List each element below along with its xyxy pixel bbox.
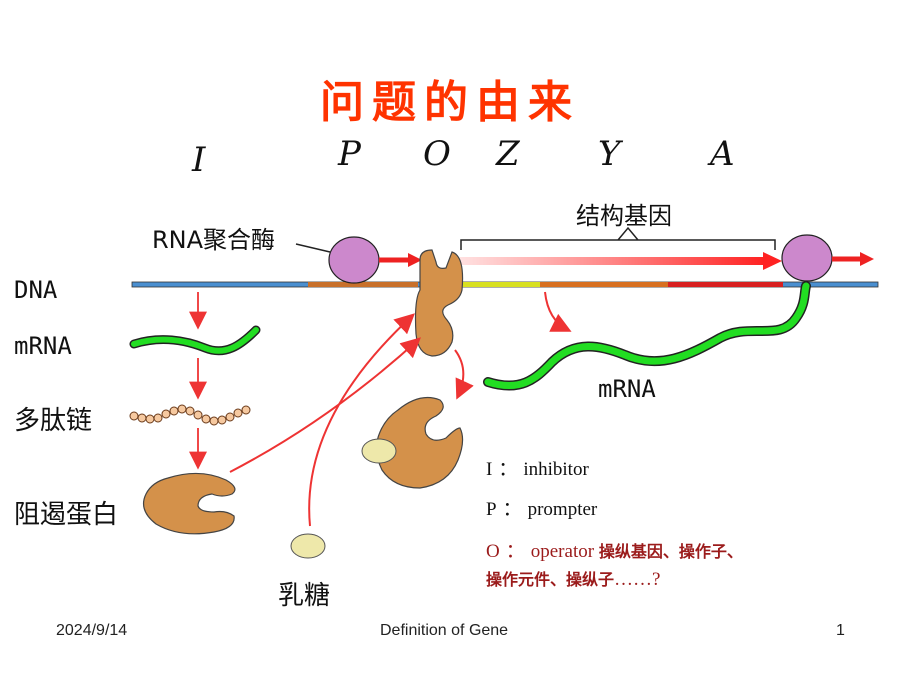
gene-letter-y: Y [598, 134, 621, 174]
mrna-left-label: mRNA [14, 332, 72, 360]
legend-p: P：prompter [486, 499, 598, 520]
polypeptide-label: 多肽链 [14, 406, 93, 436]
structural-gene-bracket [460, 226, 776, 250]
slide-title: 问题的由来 [320, 77, 580, 128]
footer-date: 2024/9/14 [56, 622, 128, 639]
gene-letter-z: Z [496, 134, 520, 174]
mrna-right-label: mRNA [598, 375, 656, 403]
legend-i: I：inhibitor [486, 459, 589, 480]
rna-polymerase-label: RNA聚合酶 [152, 226, 276, 254]
polypeptide-chain [129, 404, 251, 426]
dna-strand [131, 281, 879, 288]
gene-letter-i: I [192, 140, 206, 180]
lactose-label: 乳糖 [278, 581, 331, 611]
gene-letter-p: P [338, 134, 361, 174]
repressor-bound [414, 249, 464, 357]
rna-polymerase-left [295, 236, 422, 284]
lactose-free [290, 533, 326, 559]
mrna-right [483, 281, 811, 391]
footer-page-number: 1 [836, 622, 845, 639]
gene-letter-o: O [423, 134, 451, 174]
legend-o: O：operator 操纵基因、操作子、 [486, 541, 743, 562]
structural-genes-label: 结构基因 [576, 202, 672, 230]
legend-o-continued: 操作元件、操纵子……? [486, 569, 661, 590]
repressor-free-left [143, 472, 236, 535]
dna-label: DNA [14, 276, 58, 304]
gene-letter-a: A [710, 134, 735, 174]
rna-polymerase-right [781, 234, 874, 282]
repressor-label: 阻遏蛋白 [14, 500, 119, 530]
transcription-arrow [460, 252, 782, 270]
footer-title: Definition of Gene [380, 622, 509, 639]
lactose-bound [361, 438, 397, 464]
